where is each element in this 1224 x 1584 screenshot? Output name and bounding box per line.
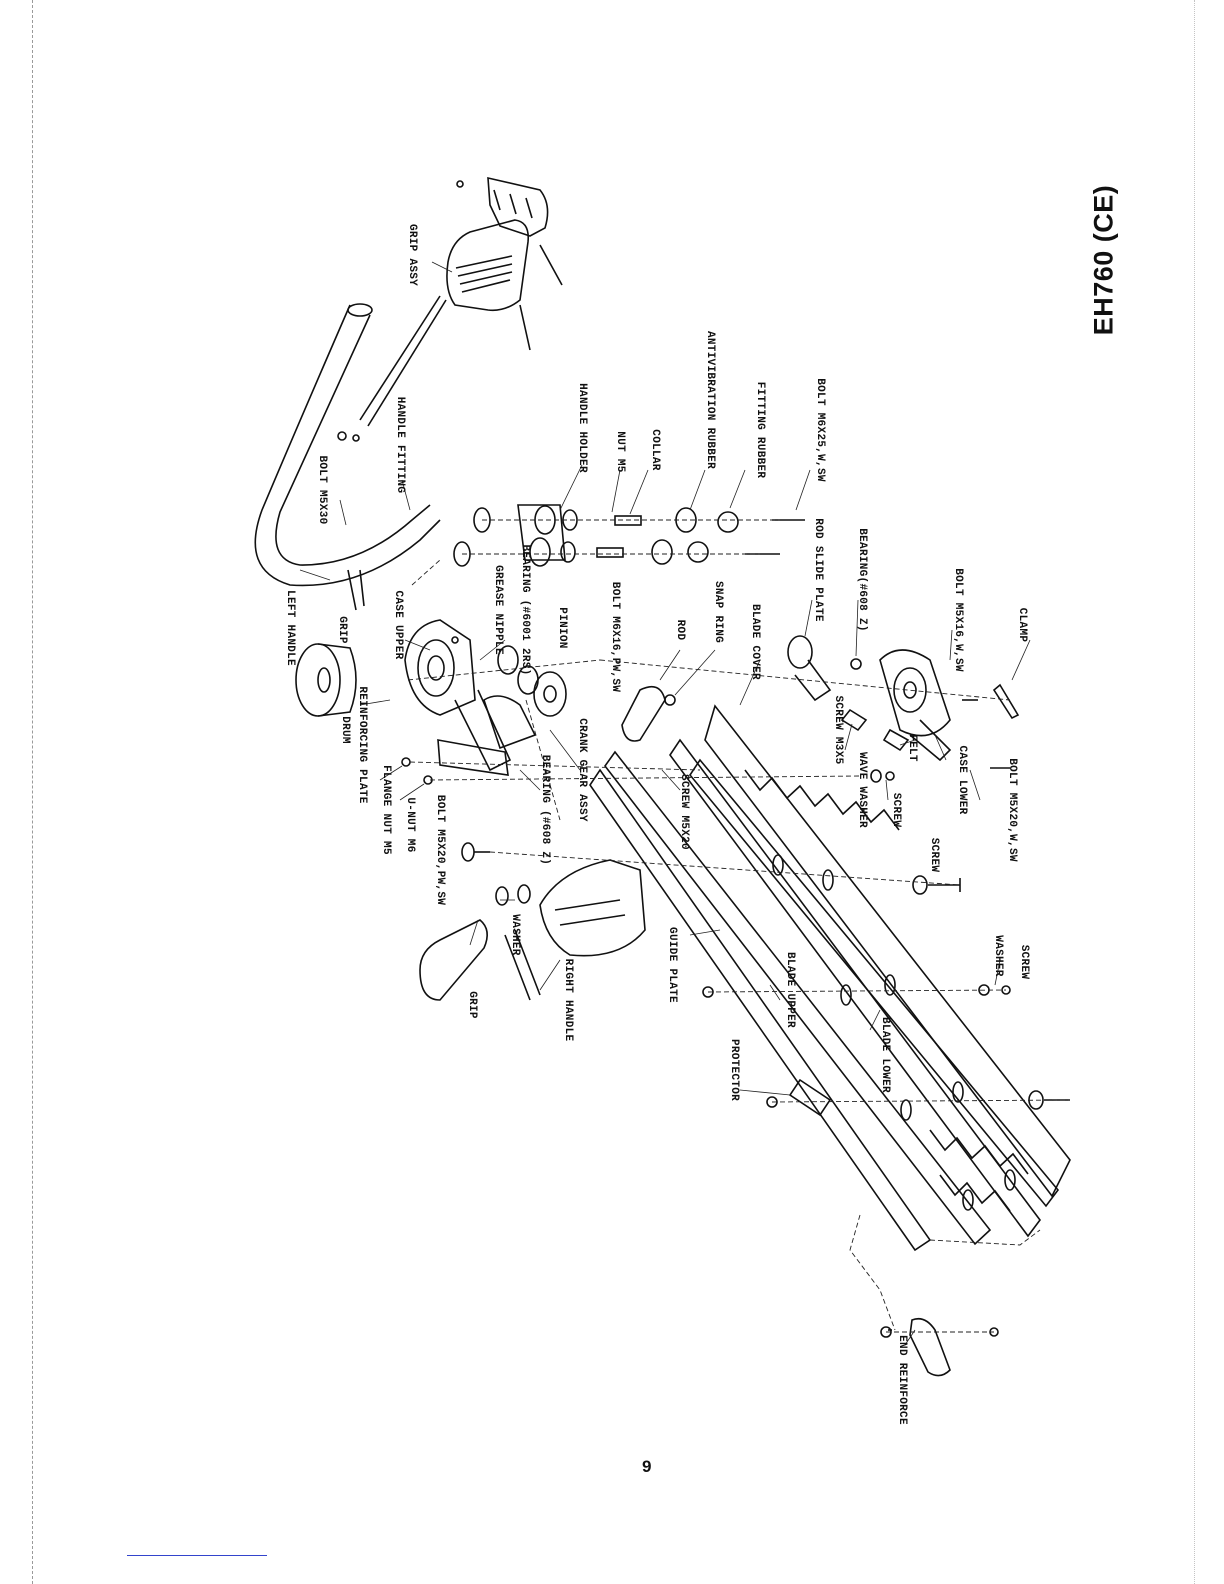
- left-handle-drawing: [254, 303, 441, 611]
- end-reinforce-drawing: [909, 1317, 951, 1377]
- gear-train-drawing: [483, 645, 567, 750]
- binding-margin-line: [32, 0, 33, 1584]
- case-upper-drawing: [404, 619, 512, 772]
- reinforcing-plate-drawing: [437, 739, 509, 776]
- grip-assy-drawing: [337, 176, 563, 442]
- handle-holder-stack: [453, 504, 805, 567]
- grip-right-drawing: [419, 919, 488, 1001]
- right-handle-drawing: [495, 859, 646, 1001]
- page-number: 9: [642, 1457, 652, 1476]
- rod-drawing: [621, 685, 666, 742]
- fasteners-drawing: [461, 769, 1070, 1338]
- drum-drawing: [295, 643, 357, 717]
- blade-assembly-drawing: [589, 738, 1060, 1252]
- footer-link-underline[interactable]: [127, 1555, 267, 1556]
- leader-lines: [299, 261, 1031, 1346]
- blade-cover-drawing: [704, 704, 1071, 1198]
- page-edge-line: [1194, 0, 1195, 1584]
- assembly-lines: [407, 519, 1071, 1333]
- case-lower-drawing: [787, 635, 1020, 769]
- protector-drawing: [788, 1078, 832, 1117]
